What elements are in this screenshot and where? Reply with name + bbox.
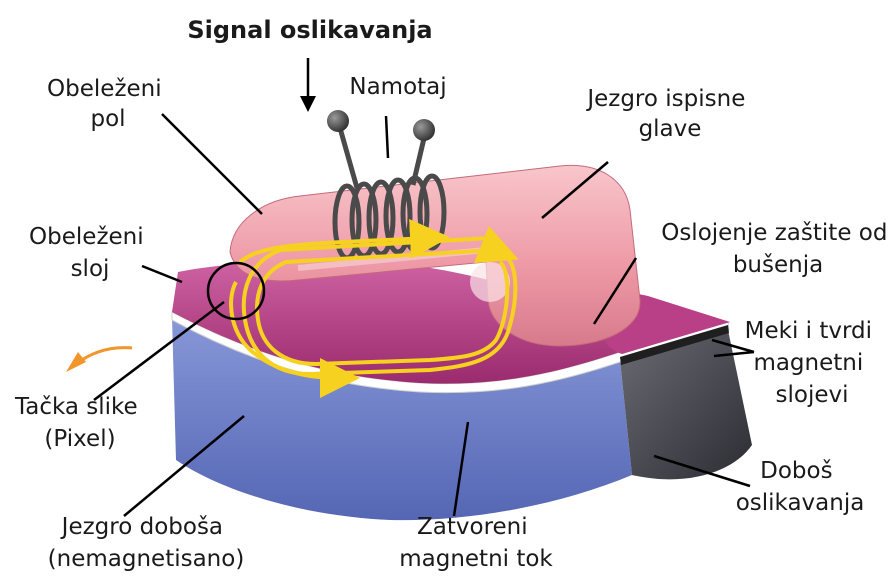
coil-terminal-left (327, 110, 349, 132)
rotation-arrow (66, 348, 132, 372)
diagram-title: Signal oslikavanja (187, 16, 432, 44)
label-oslojenje: Oslojenje zaštite od bušenja (661, 220, 893, 278)
label-dobos: Doboš oslikavanja (736, 458, 865, 516)
signal-arrow (300, 58, 316, 112)
coil-terminal-right (413, 119, 435, 141)
label-jezgro-glave: Jezgro ispisne glave (585, 86, 752, 142)
label-obelezeni-pol: Obeleženi pol (47, 76, 169, 132)
label-zatvoreni-tok: Zatvoreni magnetni tok (399, 514, 553, 572)
label-jezgro-dobosa: Jezgro doboša (nemagnetisano) (48, 514, 245, 572)
label-tacka-slike: Tačka slike (Pixel) (14, 394, 145, 452)
label-namotaj: Namotaj (349, 74, 446, 100)
label-obelezeni-sloj: Obeleženi sloj (29, 224, 151, 282)
label-meki-tvrdi: Meki i tvrdi magnetni slojevi (745, 318, 880, 408)
